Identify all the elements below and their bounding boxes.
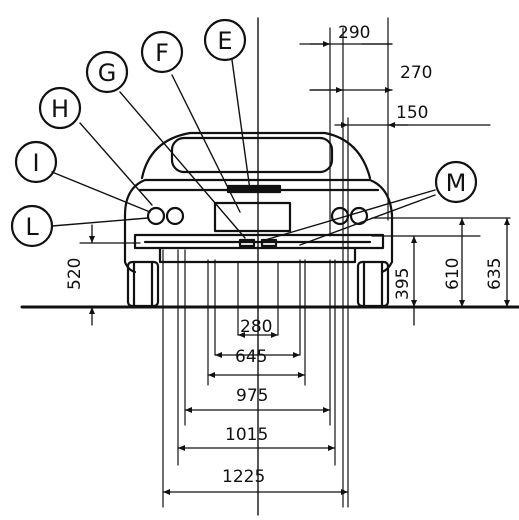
- dim-520-label: 520: [65, 258, 85, 290]
- dim-290-label: 290: [338, 23, 370, 43]
- dim-280-label: 280: [240, 317, 272, 337]
- dim-1225-label: 1225: [222, 467, 265, 487]
- dim-395-label: 395: [393, 268, 413, 300]
- vehicle-outline: [123, 131, 394, 308]
- callout-F: F: [140, 30, 184, 74]
- dim-1015-label: 1015: [225, 425, 268, 445]
- dim-610-label: 610: [443, 258, 463, 290]
- callout-E-label: E: [217, 27, 232, 55]
- callout-G: G: [85, 50, 129, 94]
- callout-E: E: [203, 18, 247, 62]
- callout-I-label: I: [32, 149, 39, 177]
- dim-975-label: 975: [236, 386, 268, 406]
- callout-I: I: [14, 140, 58, 184]
- callout-L-label: L: [25, 213, 39, 241]
- callout-G-label: G: [98, 59, 117, 87]
- dimension-lines: [89, 41, 510, 495]
- callout-H-label: H: [51, 95, 69, 123]
- dim-635-label: 635: [485, 258, 505, 290]
- callout-M-label: M: [446, 169, 467, 197]
- callout-F-label: F: [155, 39, 169, 67]
- extension-lines: [79, 17, 511, 508]
- callout-L: L: [10, 204, 54, 248]
- callout-H: H: [38, 86, 82, 130]
- dim-645-label: 645: [235, 347, 267, 367]
- dim-150-label: 150: [396, 103, 428, 123]
- callout-M: M: [434, 160, 478, 204]
- dim-270-label: 270: [400, 63, 432, 83]
- callout-leaders: [51, 59, 436, 246]
